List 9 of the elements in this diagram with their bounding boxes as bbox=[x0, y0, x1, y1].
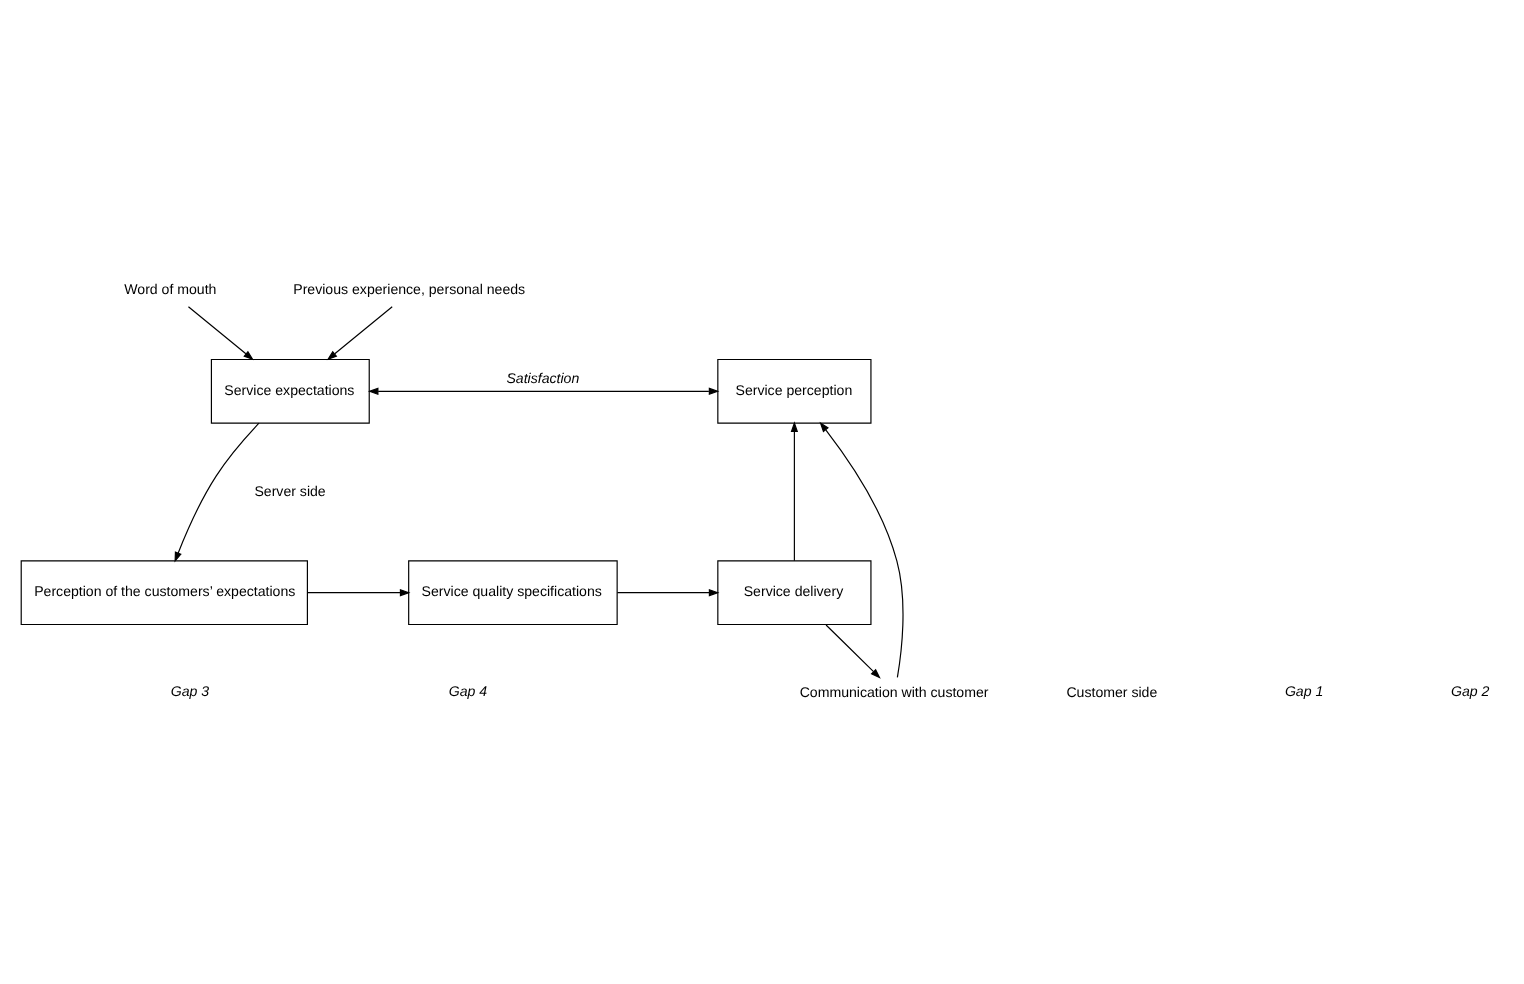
arrow bbox=[174, 422, 260, 563]
arrow bbox=[825, 624, 881, 679]
arrow bbox=[367, 387, 720, 396]
arrow bbox=[819, 421, 904, 678]
arrow bbox=[187, 306, 254, 361]
arrow bbox=[326, 306, 393, 361]
arrow bbox=[790, 421, 799, 562]
arrow bbox=[616, 588, 720, 597]
arrow bbox=[307, 588, 411, 597]
